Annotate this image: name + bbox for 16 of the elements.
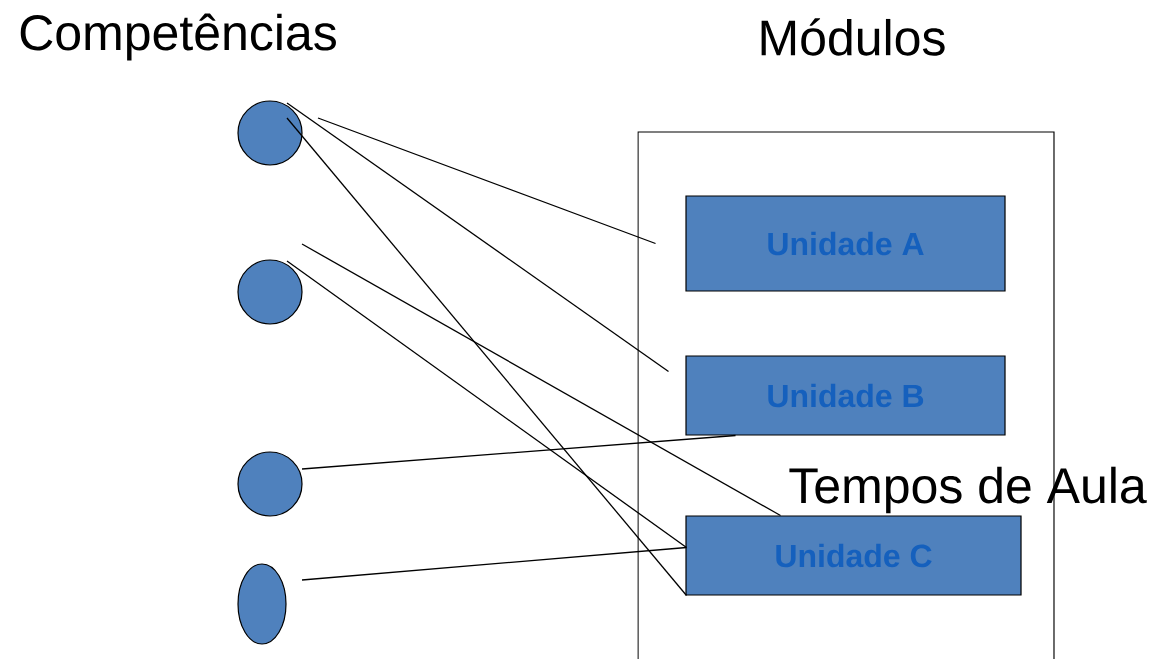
column-heading: Módulos: [761, 18, 945, 56]
unit-box: Unidade B: [685, 355, 1006, 436]
circle-node: [237, 563, 287, 645]
circle-node: [237, 100, 303, 166]
unit-box: Unidade A: [685, 195, 1006, 292]
circle-node: [237, 451, 303, 517]
circle-node: [237, 259, 303, 325]
connector-line: [286, 117, 688, 597]
connector-line: [286, 260, 688, 549]
connector-line: [317, 117, 657, 245]
connector-line: [301, 546, 688, 581]
connector-line: [286, 102, 670, 373]
column-heading: Competências: [20, 13, 336, 61]
connector-line: [301, 434, 737, 470]
connector-line: [301, 243, 782, 517]
unit-box: Unidade C: [685, 515, 1022, 596]
